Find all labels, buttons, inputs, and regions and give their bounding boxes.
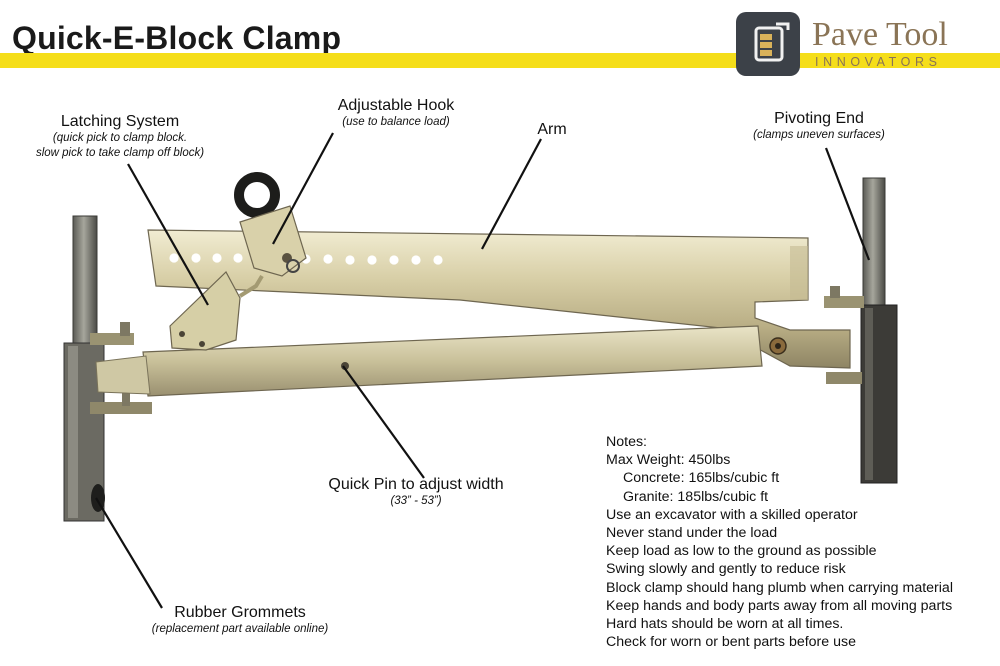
rubber-grommet-hole: [91, 484, 105, 512]
note-item: Swing slowly and gently to reduce risk: [606, 561, 846, 578]
callout-rubber-grommets: Rubber Grommets (replacement part availa…: [130, 604, 350, 637]
callout-note: (replacement part available online): [151, 623, 329, 635]
note-max-weight: Max Weight: 450lbs: [606, 452, 731, 469]
page-title: Quick-E-Block Clamp: [12, 20, 342, 56]
pave-tool-logo-icon: [736, 12, 800, 76]
callout-label: Arm: [537, 121, 567, 138]
note-item: Block clamp should hang plumb when carry…: [606, 579, 953, 596]
note-concrete-weight: Concrete: 165lbs/cubic ft: [623, 470, 780, 487]
note-item: Never stand under the load: [606, 525, 778, 542]
callout-label: Quick Pin to adjust width: [328, 476, 504, 493]
adjustable-hook: [234, 172, 307, 277]
adjustment-holes: [169, 253, 443, 265]
arm: [147, 229, 851, 369]
callout-lines: [95, 132, 871, 609]
lower-bar: [95, 325, 763, 397]
callout-label: Adjustable Hook: [337, 97, 455, 114]
brand-tagline: INNOVATORS: [815, 55, 942, 69]
callout-note: slow pick to take clamp off block): [35, 147, 205, 159]
notes-heading: Notes:: [606, 434, 648, 450]
note-item: Keep hands and body parts away from all …: [606, 597, 953, 614]
quick-pin: [341, 362, 349, 370]
note-granite-weight: Granite: 185lbs/cubic ft: [623, 488, 769, 505]
notes-section: Notes: Max Weight: 450lbs Concrete: 165l…: [606, 433, 953, 651]
note-item: Check for worn or bent parts before use: [606, 634, 856, 651]
callout-label: Latching System: [60, 113, 180, 130]
callout-arm: Arm: [522, 121, 582, 139]
callout-adjustable-hook: Adjustable Hook (use to balance load): [316, 97, 476, 130]
callout-label: Pivoting End: [774, 110, 864, 127]
callout-quick-pin: Quick Pin to adjust width (33” - 53”): [306, 476, 526, 509]
note-item: Hard hats should be worn at all times.: [606, 616, 844, 633]
callout-latching-system: Latching System (quick pick to clamp blo…: [20, 113, 220, 161]
callout-note: (use to balance load): [342, 116, 450, 128]
note-item: Use an excavator with a skilled operator: [606, 506, 858, 523]
callout-pivoting-end: Pivoting End (clamps uneven surfaces): [740, 110, 898, 143]
brand-name: Pave Tool: [812, 16, 948, 53]
callout-note: (33” - 53”): [390, 495, 442, 507]
note-item: Keep load as low to the ground as possib…: [606, 543, 877, 560]
callout-note: (quick pick to clamp block.: [52, 132, 188, 144]
latching-plate: [169, 271, 264, 351]
callout-note: (clamps uneven surfaces): [753, 129, 885, 141]
callout-label: Rubber Grommets: [174, 604, 306, 621]
left-post: [63, 215, 152, 522]
right-post: [824, 177, 898, 484]
